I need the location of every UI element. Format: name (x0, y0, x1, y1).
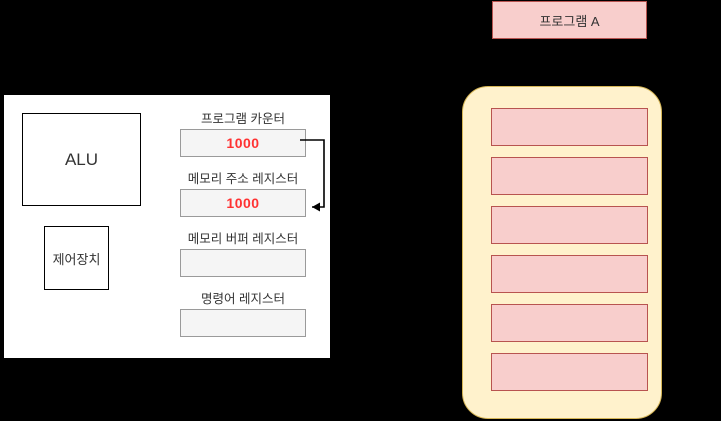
register-box-program-counter[interactable]: 1000 (180, 129, 306, 157)
register-box-memory-address-register[interactable]: 1000 (180, 189, 306, 217)
register-memory-buffer-register: 메모리 버퍼 레지스터 (180, 232, 306, 277)
memory-cell[interactable] (491, 206, 648, 244)
register-label-instruction-register: 명령어 레지스터 (201, 292, 285, 306)
control-unit-label: 제어장치 (52, 251, 101, 267)
program-header-box: 프로그램 A (492, 1, 647, 39)
memory-cell[interactable] (491, 353, 648, 391)
memory-cell[interactable] (491, 255, 648, 293)
memory-cell[interactable] (491, 157, 648, 195)
memory-cell-list (491, 108, 648, 391)
memory-cell[interactable] (491, 108, 648, 146)
program-header-label: 프로그램 A (539, 13, 600, 29)
alu-label: ALU (64, 149, 99, 169)
cpu-panel: ALU 제어장치 프로그램 카운터 1000 메모리 주소 레지스터 1000 … (4, 95, 330, 358)
register-value-memory-address-register: 1000 (226, 195, 260, 211)
register-label-memory-address-register: 메모리 주소 레지스터 (187, 172, 299, 186)
register-box-memory-buffer-register[interactable] (180, 249, 306, 277)
register-label-program-counter: 프로그램 카운터 (201, 112, 285, 126)
register-memory-address-register: 메모리 주소 레지스터 1000 (180, 172, 306, 217)
pc-to-mar-arrow-icon (300, 139, 325, 212)
register-label-memory-buffer-register: 메모리 버퍼 레지스터 (187, 232, 299, 246)
register-value-program-counter: 1000 (226, 135, 260, 151)
memory-cell[interactable] (491, 304, 648, 342)
memory-block-container (462, 86, 662, 419)
register-instruction-register: 명령어 레지스터 (180, 292, 306, 337)
alu-box: ALU (22, 113, 141, 206)
register-program-counter: 프로그램 카운터 1000 (180, 112, 306, 157)
register-box-instruction-register[interactable] (180, 309, 306, 337)
control-unit-box: 제어장치 (44, 226, 109, 290)
